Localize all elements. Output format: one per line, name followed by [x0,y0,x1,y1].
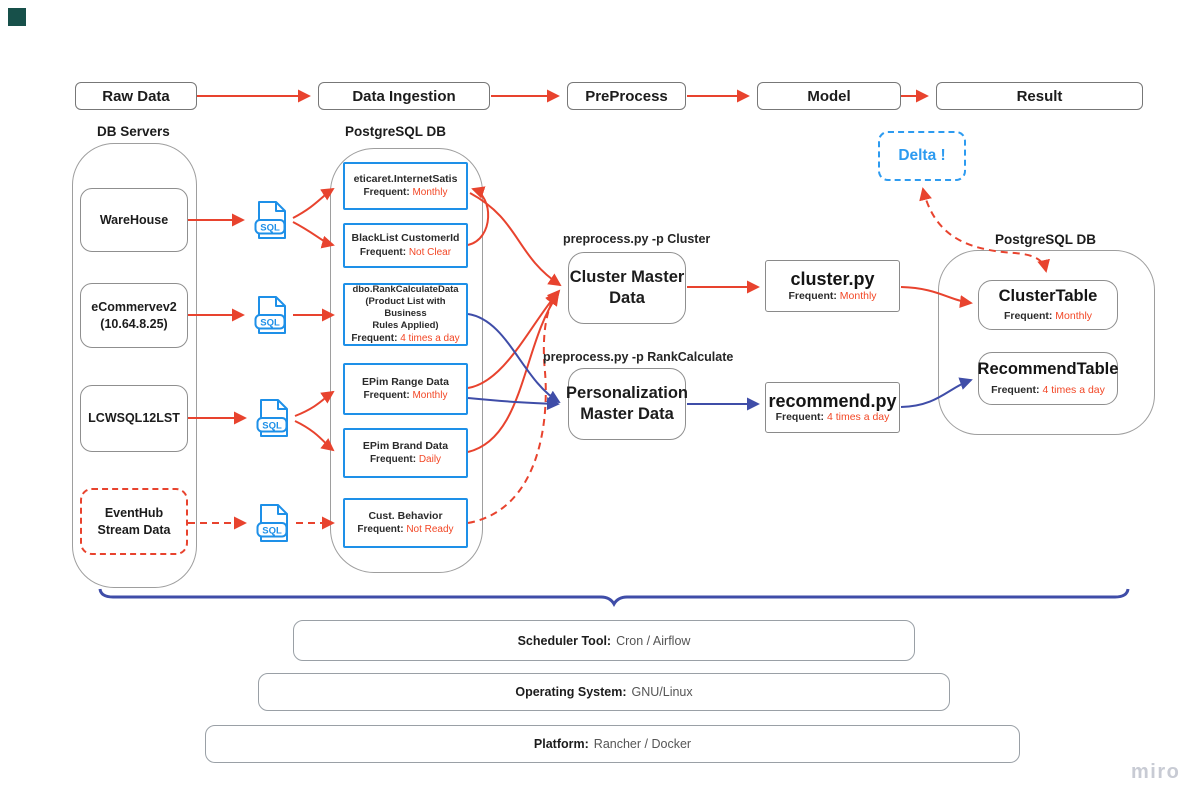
pipeline-raw-data-label: Raw Data [102,87,170,105]
table-eticaret[interactable]: eticaret.InternetSatis Frequent: Monthly [343,162,468,210]
delta-note[interactable]: Delta ! [878,131,966,181]
infra-scheduler[interactable]: Scheduler Tool: Cron / Airflow [293,620,915,661]
infra-platform[interactable]: Platform: Rancher / Docker [205,725,1020,763]
node-lcwsql[interactable]: LCWSQL12LST [80,385,188,452]
pipeline-result-label: Result [1016,87,1063,105]
cluster-table-frequency: Frequent: Monthly [1003,310,1093,323]
node-cluster-py[interactable]: cluster.py Frequent: Monthly [765,260,900,312]
infra-os[interactable]: Operating System: GNU/Linux [258,673,950,711]
infra-os-label: Operating System: [515,685,627,699]
table-rankcalculate-frequency: Frequent: 4 times a day [351,332,460,344]
pipeline-model-label: Model [807,87,851,105]
cluster-py-frequency: Frequent: Monthly [788,289,877,302]
node-warehouse-label: WareHouse [99,212,169,227]
sql-icon-text: SQL [262,421,282,432]
pipeline-data-ingestion-label: Data Ingestion [352,87,456,105]
table-rankcalculate-name2: (Product List with Business [365,296,446,319]
node-cluster-master-data[interactable]: Cluster Master Data [568,252,686,324]
pipeline-raw-data[interactable]: Raw Data [75,82,197,110]
group-brace [98,588,1130,608]
cluster-py-label: cluster.py [790,269,875,290]
recommend-py-label: recommend.py [768,390,897,411]
table-rankcalculate-name3: Rules Applied) [372,319,439,331]
preprocess-cluster-command: preprocess.py -p Cluster [563,232,711,246]
node-personalization-master-data[interactable]: Personalization Master Data [566,368,688,440]
corner-square [8,8,26,26]
personalization-master-data-label2: Master Data [580,405,674,423]
postgres-right-title: PostgreSQL DB [995,232,1097,247]
delta-note-label: Delta ! [898,147,946,164]
table-epim-range[interactable]: EPim Range Data Frequent: Monthly [343,363,468,415]
node-cluster-table[interactable]: ClusterTable Frequent: Monthly [978,280,1118,330]
node-recommend-py[interactable]: recommend.py Frequent: 4 times a day [765,382,900,433]
table-cust-behavior-name: Cust. Behavior [368,509,443,522]
db-servers-container[interactable] [72,143,197,588]
table-epim-brand-frequency: Frequent: Daily [369,454,442,466]
pipeline-result[interactable]: Result [936,82,1143,110]
pipeline-preprocess[interactable]: PreProcess [567,82,686,110]
infra-platform-value: Rancher / Docker [593,737,692,751]
sql-file-icon[interactable]: SQL [252,295,290,335]
postgres-left-container[interactable] [330,148,483,573]
cluster-master-data-label: Cluster Master [569,268,685,287]
node-ecommerce[interactable]: eCommervev2 (10.64.8.25) [80,283,188,348]
recommend-py-frequency: Frequent: 4 times a day [775,411,890,424]
table-epim-range-name: EPim Range Data [362,375,449,388]
sql-icon-text: SQL [260,223,280,234]
infra-platform-label: Platform: [533,737,589,751]
sql-icon-text: SQL [260,318,280,329]
table-eticaret-frequency: Frequent: Monthly [363,187,448,199]
node-ecommerce-ip: (10.64.8.25) [100,316,168,331]
pipeline-data-ingestion[interactable]: Data Ingestion [318,82,490,110]
recommend-table-frequency: Frequent: 4 times a day [991,383,1105,396]
node-lcwsql-label: LCWSQL12LST [88,411,180,426]
infra-os-value: GNU/Linux [631,685,693,699]
table-epim-brand-name: EPim Brand Data [362,439,449,452]
sql-file-icon[interactable]: SQL [254,503,292,543]
table-cust-behavior[interactable]: Cust. Behavior Frequent: Not Ready [343,498,468,548]
postgres-left-title: PostgreSQL DB [345,124,447,139]
personalization-master-data-label: Personalization [566,384,688,403]
sql-file-icon[interactable]: SQL [252,200,290,240]
pipeline-model[interactable]: Model [757,82,901,110]
table-rankcalculate[interactable]: dbo.RankCalculateData (Product List with… [343,283,468,346]
sql-file-icon[interactable]: SQL [254,398,292,438]
sql-icon-text: SQL [262,526,282,537]
node-ecommerce-label: eCommervev2 [91,300,177,315]
node-eventhub-label: EventHub [104,506,164,521]
table-epim-brand[interactable]: EPim Brand Data Frequent: Daily [343,428,468,478]
table-blacklist-name: BlackList CustomerId [351,232,460,245]
node-eventhub-label2: Stream Data [97,522,171,537]
node-recommend-table[interactable]: RecommendTable Frequent: 4 times a day [978,352,1118,405]
preprocess-rank-command: preprocess.py -p RankCalculate [543,350,734,364]
cluster-master-data-label2: Data [609,289,645,307]
table-blacklist[interactable]: BlackList CustomerId Frequent: Not Clear [343,223,468,268]
cluster-table-label: ClusterTable [998,286,1098,305]
table-rankcalculate-name: dbo.RankCalculateData [352,284,459,296]
recommend-table-label: RecommendTable [977,360,1119,379]
table-epim-range-frequency: Frequent: Monthly [363,390,448,402]
infra-scheduler-value: Cron / Airflow [616,633,691,648]
table-eticaret-name: eticaret.InternetSatis [353,172,458,185]
miro-watermark: miro [1131,761,1181,783]
infra-scheduler-label: Scheduler Tool: [517,633,612,648]
table-cust-behavior-frequency: Frequent: Not Ready [357,524,454,536]
db-servers-title: DB Servers [97,124,170,139]
pipeline-preprocess-label: PreProcess [585,87,668,105]
table-blacklist-frequency: Frequent: Not Clear [359,246,452,258]
node-eventhub[interactable]: EventHub Stream Data [80,488,188,555]
node-warehouse[interactable]: WareHouse [80,188,188,252]
